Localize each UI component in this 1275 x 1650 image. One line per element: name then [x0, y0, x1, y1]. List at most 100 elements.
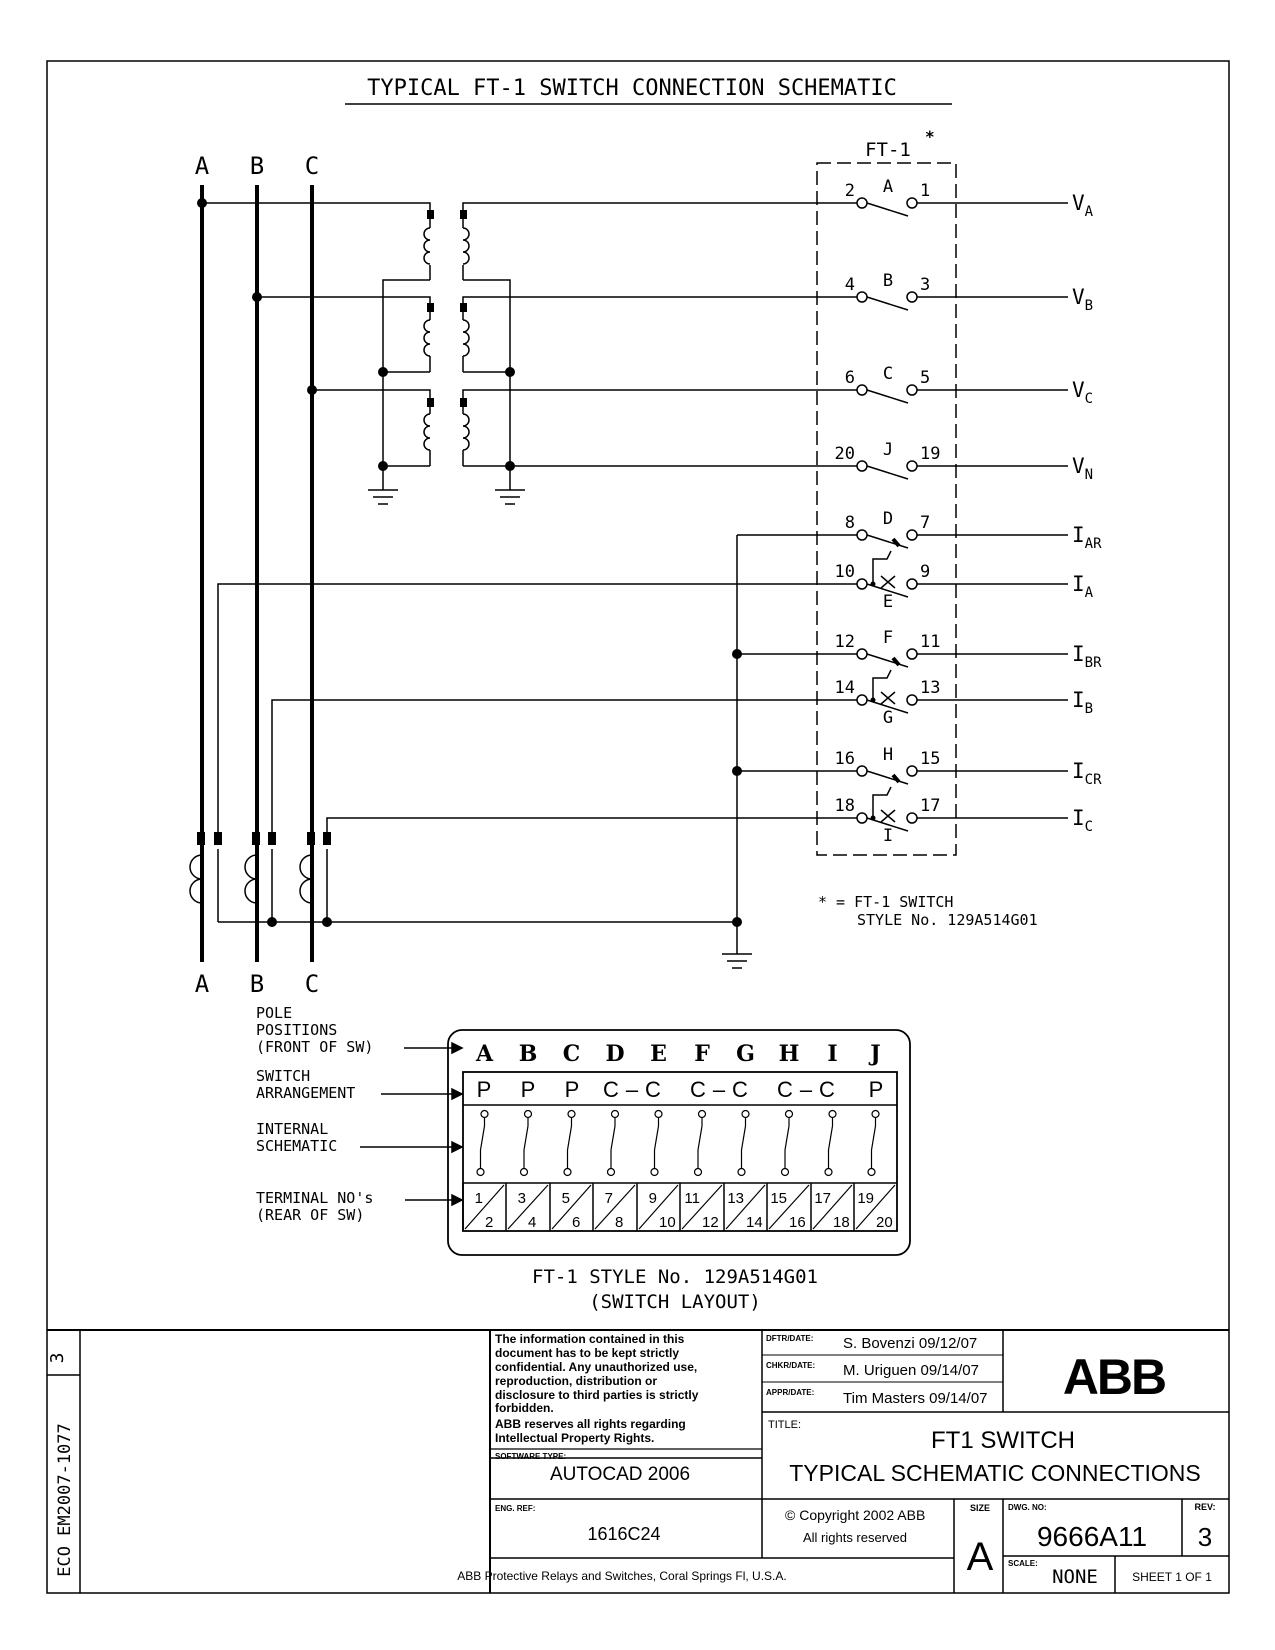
output-label-subscript: BR	[1085, 655, 1102, 671]
terminal-cell-diagonal	[507, 1184, 549, 1230]
terminal-number-left: 8	[845, 513, 855, 533]
switch-blade	[866, 465, 909, 480]
terminal-circle	[906, 648, 918, 660]
terminal-circle	[906, 197, 918, 209]
title-line-2: TYPICAL SCHEMATIC CONNECTIONS	[789, 1460, 1200, 1486]
pole-position-i: I	[827, 1041, 837, 1067]
ct-polarity-marks	[197, 832, 331, 845]
terminal-circle	[856, 765, 868, 777]
shorting-dot	[870, 581, 876, 587]
confidential-notice: The information contained in this docume…	[495, 1332, 699, 1445]
label-internal-schematic-1: INTERNAL	[256, 1120, 328, 1138]
terminal-circle	[906, 529, 918, 541]
terminal-circle	[856, 648, 868, 660]
chkr-value: M. Uriguen 09/14/07	[843, 1362, 979, 1379]
output-label: IA	[1072, 572, 1094, 601]
layout-blade	[870, 1125, 877, 1151]
output-label-subscript: AR	[1085, 536, 1102, 552]
pole-letter: D	[883, 509, 893, 529]
copyright-line-1: © Copyright 2002 ABB	[785, 1507, 925, 1523]
terminal-number-left: 12	[835, 632, 855, 652]
arrangement-symbol: P	[869, 1077, 884, 1102]
terminal-circle	[906, 460, 918, 472]
confidential-line-7: ABB reserves all rights regarding	[495, 1417, 686, 1431]
terminal-number-top: 5	[562, 1190, 570, 1207]
shorting-contact	[891, 656, 901, 667]
terminal-circle	[906, 384, 918, 396]
label-pole-positions-3: (FRONT OF SW)	[256, 1038, 373, 1056]
terminal-circle	[906, 694, 918, 706]
layout-blade	[740, 1125, 747, 1151]
output-label: IB	[1072, 688, 1093, 717]
layout-contact-bottom	[519, 1167, 529, 1177]
terminal-number-left: 4	[845, 275, 855, 295]
terminal-number-top: 3	[518, 1190, 526, 1207]
layout-blade	[784, 1125, 790, 1151]
arrangement-symbol: C	[819, 1077, 835, 1102]
company-line: ABB Protective Relays and Switches, Cora…	[457, 1569, 786, 1583]
confidential-line-2: document has to be kept strictly	[495, 1346, 679, 1360]
layout-blade	[653, 1125, 660, 1151]
output-label-subscript: N	[1085, 467, 1093, 483]
layout-labels: POLE POSITIONS (FRONT OF SW) SWITCH ARRA…	[256, 1004, 373, 1224]
terminal-cell-diagonal	[594, 1184, 636, 1230]
title-label: TITLE:	[768, 1419, 801, 1431]
eng-ref-value: 1616C24	[587, 1524, 660, 1544]
sheet-border	[46, 60, 1230, 1594]
output-label: IBR	[1072, 642, 1102, 671]
layout-contact-top	[871, 1109, 880, 1119]
output-label: VB	[1072, 285, 1093, 314]
shorting-link	[872, 550, 892, 582]
output-label: VA	[1072, 191, 1094, 220]
terminal-number-top: 13	[727, 1190, 744, 1207]
layout-caption-1: FT-1 STYLE No. 129A514G01	[532, 1266, 818, 1288]
shorting-contact	[891, 537, 901, 548]
terminal-circle	[856, 291, 868, 303]
terminal-number-right: 19	[920, 444, 940, 464]
output-label: ICR	[1072, 759, 1102, 788]
terminal-cell-diagonal	[681, 1184, 723, 1230]
vt-secondary-wiring	[462, 202, 857, 484]
copyright-line-2: All rights reserved	[803, 1530, 907, 1545]
pole-letter: I	[883, 826, 893, 846]
terminal-cell-diagonal	[725, 1184, 766, 1230]
vt-coils	[423, 227, 470, 451]
pole-position-e: E	[650, 1041, 667, 1067]
ft1-boundary	[816, 162, 957, 856]
label-internal-schematic-2: SCHEMATIC	[256, 1137, 337, 1155]
switch-layout-box	[447, 1029, 911, 1256]
terminal-number-left: 10	[835, 562, 855, 582]
output-label-main: V	[1072, 378, 1085, 402]
shorting-link	[872, 786, 892, 818]
chkr-label: CHKR/DATE:	[766, 1361, 815, 1370]
terminal-number-left: 16	[835, 749, 855, 769]
layout-contact-top	[610, 1109, 620, 1119]
phase-label-a-bottom: A	[195, 970, 210, 998]
layout-caption-2: (SWITCH LAYOUT)	[589, 1291, 761, 1313]
layout-contact-top	[741, 1109, 750, 1119]
label-switch-arrangement-2: ARRANGEMENT	[256, 1084, 355, 1102]
layout-blade	[697, 1125, 703, 1151]
layout-contact-bottom	[563, 1167, 572, 1177]
output-label: IAR	[1072, 523, 1102, 552]
terminal-cell-diagonal	[638, 1184, 679, 1230]
terminal-circle	[856, 197, 868, 209]
output-label-subscript: B	[1085, 298, 1093, 314]
eco-number: ECO EM2007-1077	[55, 1423, 75, 1577]
ground-symbols	[368, 484, 752, 969]
arrangement-symbol: P	[521, 1077, 536, 1102]
confidential-line-8: Intellectual Property Rights.	[495, 1431, 654, 1445]
label-switch-arrangement-1: SWITCH	[256, 1067, 310, 1085]
arrangement-symbol: C	[777, 1077, 793, 1102]
switch-blade	[866, 770, 909, 785]
